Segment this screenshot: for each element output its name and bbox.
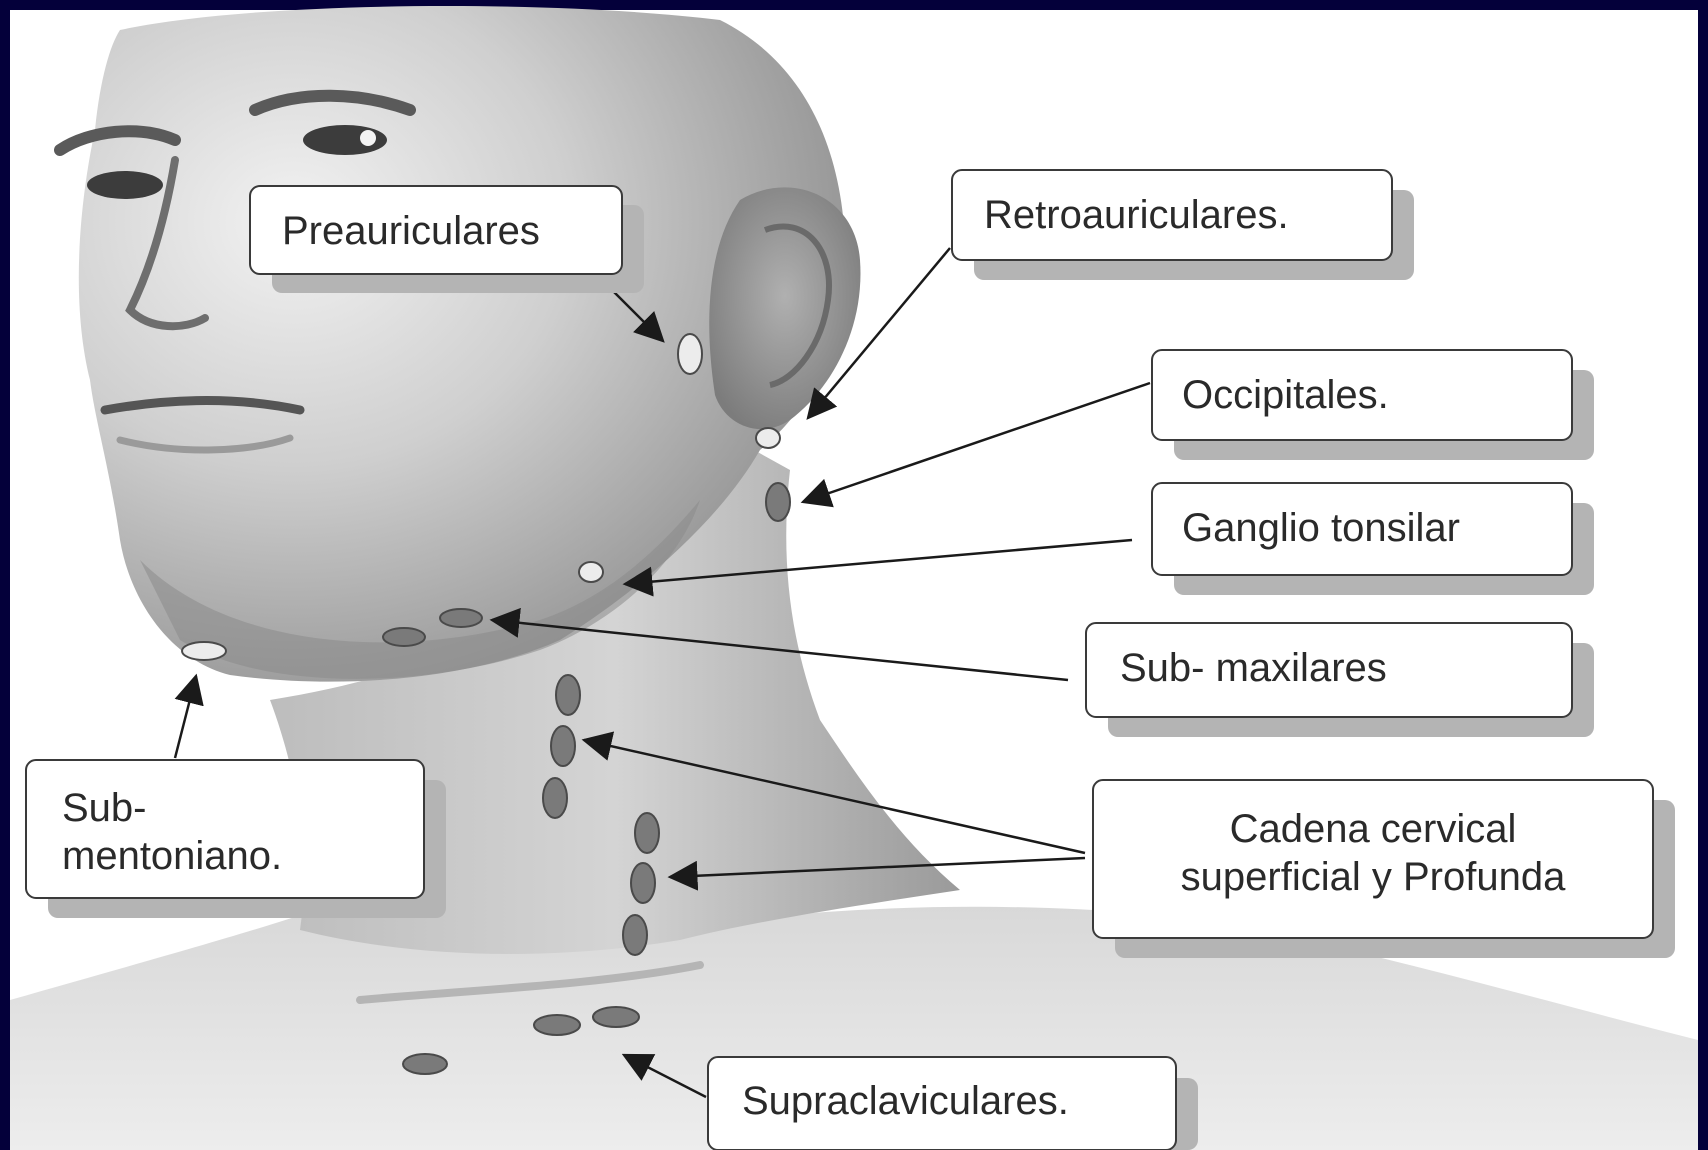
label-tonsilar: Ganglio tonsilar	[1152, 483, 1594, 595]
label-preauriculares: Preauriculares	[250, 186, 644, 293]
eye-right-highlight	[360, 130, 376, 146]
node-submaxilar	[383, 628, 425, 646]
label-text-line1: Cadena cervical	[1230, 807, 1517, 851]
eye-left	[87, 171, 163, 199]
label-occipitales: Occipitales.	[1152, 350, 1594, 460]
node-cervical	[543, 778, 567, 818]
label-text: Sub- maxilares	[1120, 646, 1387, 690]
label-text: Ganglio tonsilar	[1182, 506, 1460, 550]
label-supraclaviculares: Supraclaviculares.	[708, 1057, 1198, 1150]
node-submaxilar	[440, 609, 482, 627]
node-cervical	[623, 915, 647, 955]
label-text-line2: superficial y Profunda	[1181, 855, 1566, 899]
label-text: Preauriculares	[282, 209, 540, 253]
node-submentoniano	[182, 642, 226, 660]
node-preauricular	[678, 334, 702, 374]
node-occipital	[766, 483, 790, 521]
label-text: Supraclaviculares.	[742, 1079, 1069, 1123]
node-retroauricular	[756, 428, 780, 448]
node-cervical	[635, 813, 659, 853]
label-submaxilares: Sub- maxilares	[1086, 623, 1594, 737]
label-text-line1: Sub-	[62, 786, 147, 830]
label-text: Occipitales.	[1182, 373, 1389, 417]
label-cervical: Cadena cervical superficial y Profunda	[1093, 780, 1675, 958]
label-retroauriculares: Retroauriculares.	[952, 170, 1414, 280]
node-tonsilar	[579, 562, 603, 582]
node-cervical	[551, 726, 575, 766]
node-cervical	[556, 675, 580, 715]
label-text: Retroauriculares.	[984, 193, 1289, 237]
node-supraclavicular	[534, 1015, 580, 1035]
label-submentoniano: Sub- mentoniano.	[26, 760, 446, 918]
node-supraclavicular	[593, 1007, 639, 1027]
node-supraclavicular	[403, 1054, 447, 1074]
node-cervical	[631, 863, 655, 903]
label-text-line2: mentoniano.	[62, 834, 282, 878]
